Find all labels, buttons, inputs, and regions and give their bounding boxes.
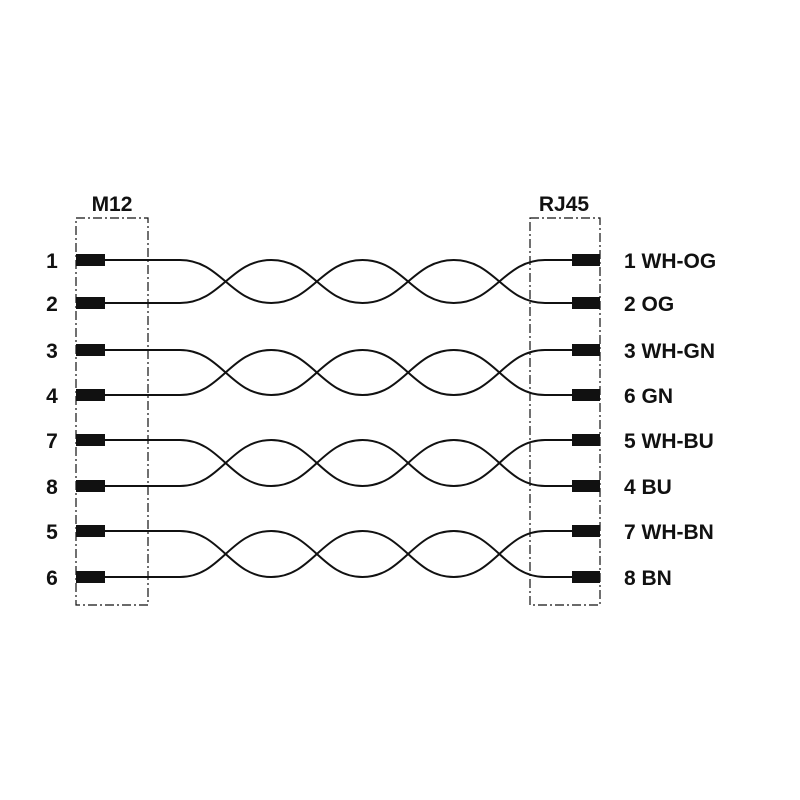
m12-pin-label: 8 (46, 476, 58, 499)
m12-pin-label: 3 (46, 340, 58, 363)
m12-pin-contact (76, 480, 105, 492)
rj45-pin-contact (572, 571, 600, 583)
m12-pin-label: 5 (46, 521, 58, 544)
twisted-pair-wire (105, 438, 572, 488)
m12-pin-label: 1 (46, 250, 58, 273)
rj45-title: RJ45 (539, 193, 590, 216)
rj45-pin-label: 4 BU (624, 476, 672, 499)
pins: 1 1 WH-OG 2 2 OG 3 3 WH-GN 4 6 GN 7 5 WH-BU 8 4 BU 5… (46, 250, 716, 590)
m12-pin-contact (76, 525, 105, 537)
rj45-pin-label: 8 BN (624, 567, 672, 590)
twisted-pairs (105, 258, 572, 579)
rj45-pin-contact (572, 480, 600, 492)
rj45-pin-label: 1 WH-OG (624, 250, 716, 273)
rj45-connector: RJ45 (529, 193, 601, 606)
m12-title: M12 (92, 193, 133, 216)
m12-pin-contact (76, 434, 105, 446)
twisted-pair-wire (105, 529, 572, 579)
twisted-pair-wire (105, 258, 572, 305)
m12-pin-contact (76, 344, 105, 356)
rj45-pin-label: 2 OG (624, 293, 674, 316)
rj45-pin-contact (572, 297, 600, 309)
twisted-pair-wire (105, 258, 572, 305)
twisted-pair-wire (105, 438, 572, 488)
m12-pin-contact (76, 297, 105, 309)
rj45-pin-label: 7 WH-BN (624, 521, 714, 544)
rj45-pin-label: 6 GN (624, 385, 673, 408)
rj45-pin-contact (572, 434, 600, 446)
rj45-pin-contact (572, 344, 600, 356)
m12-pin-label: 7 (46, 430, 58, 453)
rj45-pin-label: 5 WH-BU (624, 430, 714, 453)
twisted-pair-wire (105, 529, 572, 579)
m12-connector: M12 (75, 193, 149, 606)
rj45-pin-contact (572, 254, 600, 266)
rj45-pin-contact (572, 389, 600, 401)
m12-housing-outline (75, 217, 149, 606)
m12-pin-contact (76, 571, 105, 583)
m12-pin-contact (76, 389, 105, 401)
m12-pin-label: 6 (46, 567, 58, 590)
rj45-pin-contact (572, 525, 600, 537)
m12-pin-label: 2 (46, 293, 58, 316)
twisted-pair-wire (105, 348, 572, 397)
m12-pin-label: 4 (46, 385, 58, 408)
rj45-pin-label: 3 WH-GN (624, 340, 715, 363)
m12-pin-contact (76, 254, 105, 266)
twisted-pair-wire (105, 348, 572, 397)
rj45-housing-outline (529, 217, 601, 606)
